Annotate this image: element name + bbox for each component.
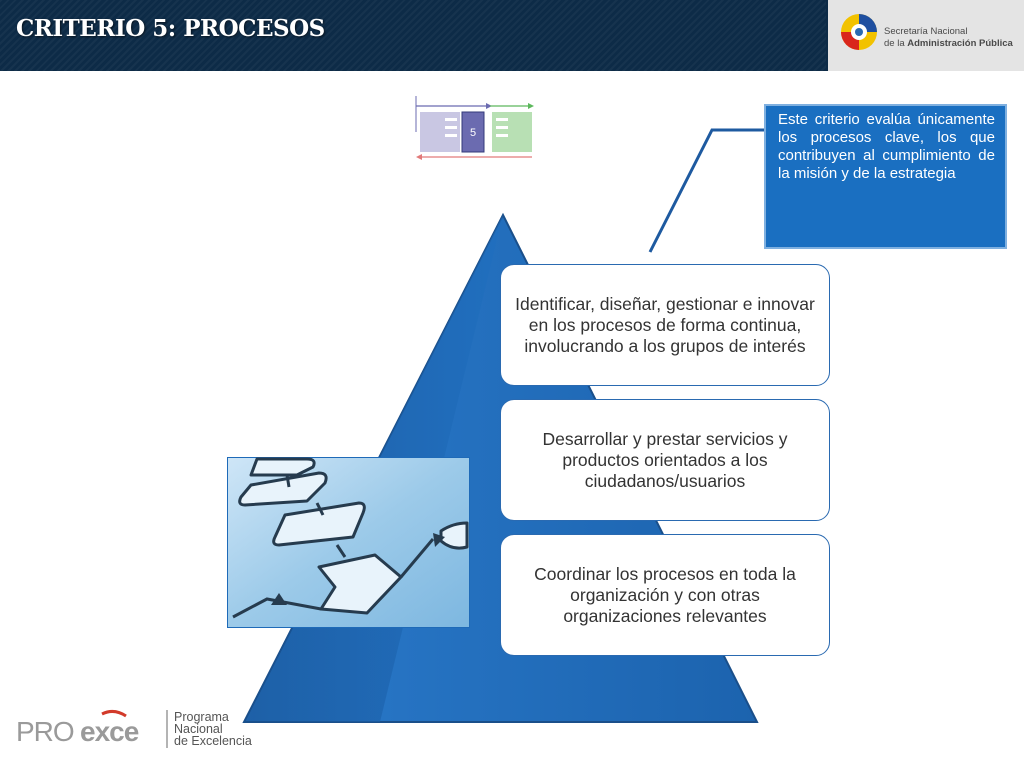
- process-step-2-text: Desarrollar y prestar servicios y produc…: [542, 428, 788, 491]
- criteria-number: 5: [470, 127, 476, 139]
- institution-name-prefix: de la: [884, 38, 908, 49]
- flowchart-photo: [227, 457, 470, 628]
- criteria-model-diagram: 5: [415, 96, 534, 160]
- program-line2: Nacional: [174, 722, 223, 736]
- process-step-1-text: Identificar, diseñar, gestionar e innova…: [515, 293, 815, 356]
- institution-emblem-icon: [841, 14, 877, 50]
- slide-title: CRITERIO 5: PROCESOS: [16, 15, 325, 42]
- process-step-2: Desarrollar y prestar servicios y produc…: [500, 399, 830, 521]
- institution-name: Secretaría Nacional de la Administración…: [884, 26, 1013, 50]
- process-step-3-text: Coordinar los procesos en toda la organi…: [534, 563, 796, 626]
- institution-name-line2: de la Administración Pública: [884, 38, 1013, 50]
- program-name: Programa Nacional de Excelencia: [174, 710, 252, 748]
- institution-name-line1: Secretaría Nacional: [884, 26, 968, 37]
- program-line1: Programa: [174, 710, 229, 724]
- header-texture: [0, 0, 826, 71]
- proexce-logo: PRO exce: [16, 709, 168, 748]
- institution-name-bold: Administración Pública: [907, 38, 1013, 49]
- process-step-1: Identificar, diseñar, gestionar e innova…: [500, 264, 830, 386]
- process-block: [461, 111, 485, 153]
- logo-exce-text: exce: [80, 716, 139, 747]
- criteria-callout: Este criterio evalúa únicamente los proc…: [764, 104, 1007, 249]
- logo-pro-text: PRO: [16, 716, 74, 747]
- program-line3: de Excelencia: [174, 734, 252, 748]
- process-step-3: Coordinar los procesos en toda la organi…: [500, 534, 830, 656]
